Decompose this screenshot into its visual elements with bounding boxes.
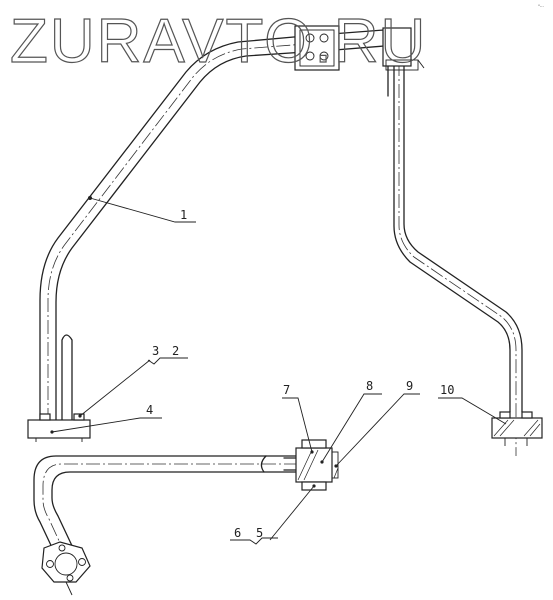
callout-4: 4 [51,403,162,433]
flange-right [491,411,543,446]
corner-mark: °··· [538,4,544,9]
pipe-right [304,29,523,456]
callout-1: 1 [88,196,196,223]
callout-7: 7 [282,383,313,453]
pipe-1 [39,35,306,422]
callout-9-label: 9 [406,379,413,393]
callout-7-label: 7 [283,383,290,397]
watermark-text: ZURAVTO.RU [10,7,427,76]
callout-2-3: 3 2 [79,344,188,417]
callout-1-label: 1 [180,208,187,222]
callout-6-label: 6 [234,526,241,540]
callout-10-label: 10 [440,383,454,397]
callout-4-label: 4 [146,403,153,417]
flange-bottom [41,541,91,596]
callout-2-label: 2 [172,344,179,358]
callout-9: 9 [335,379,420,467]
callout-5-6: 6 5 [230,485,315,545]
callout-10: 10 [438,383,507,425]
callout-8-label: 8 [366,379,373,393]
callout-3-label: 3 [152,344,159,358]
top-clamp [294,25,425,71]
pipe-lower [33,455,320,557]
callout-5-label: 5 [256,526,263,540]
centre-coupling [295,439,339,491]
flange-left [27,413,91,442]
callout-8: 8 [321,379,382,463]
